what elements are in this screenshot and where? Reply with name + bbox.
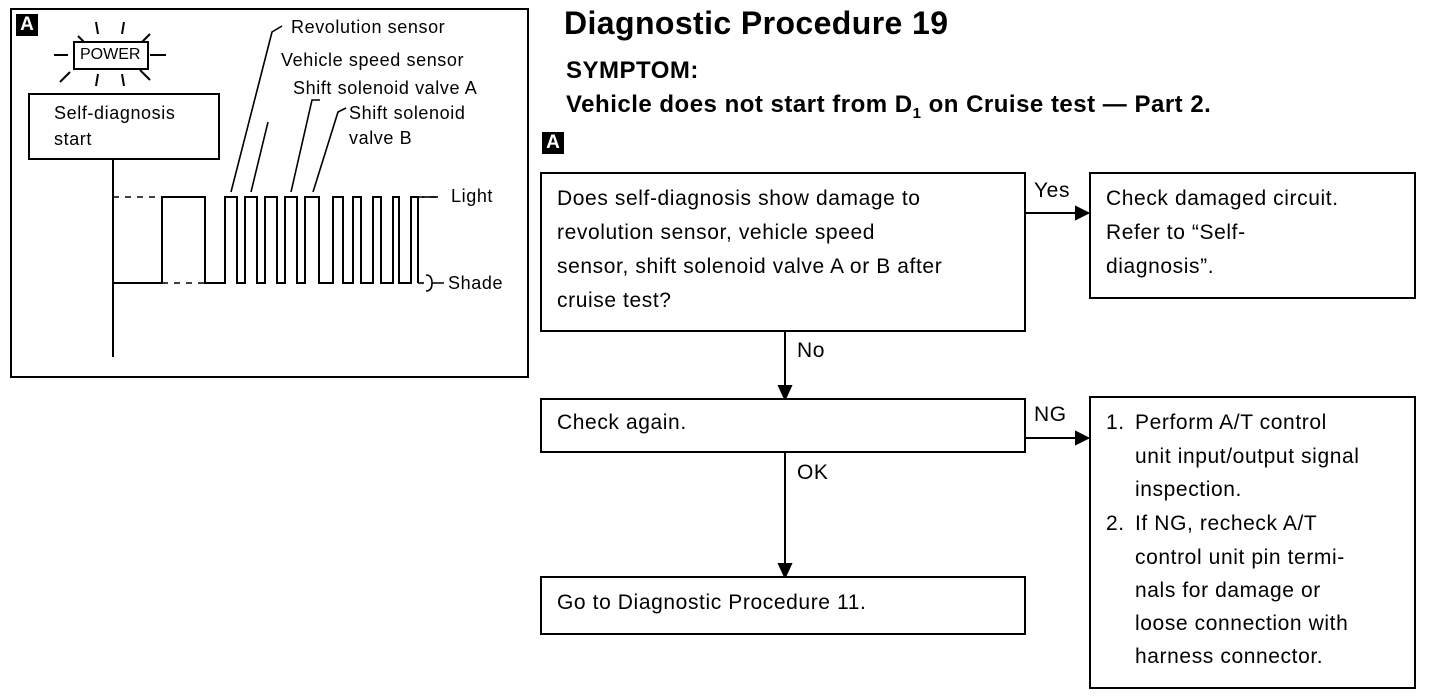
label-shift-solenoid-b-1: Shift solenoid: [349, 103, 466, 123]
symptom-text: Vehicle does not start from D1 on Cruise…: [566, 91, 1212, 122]
level-guides: [113, 196, 440, 284]
ng-label: NG: [1034, 403, 1067, 426]
question-line-1: Does self-diagnosis show damage to: [557, 187, 921, 210]
yes-label: Yes: [1034, 179, 1071, 202]
label-revolution-sensor: Revolution sensor: [291, 17, 446, 37]
power-burst-icon: [54, 21, 166, 87]
check-again-text: Check again.: [557, 411, 687, 434]
ng-item-1-num: 1.: [1106, 411, 1125, 434]
diagram-marker-a: A: [16, 14, 38, 36]
goto-text: Go to Diagnostic Procedure 11.: [557, 591, 867, 614]
ng-item-2-line-3: nals for damage or: [1135, 579, 1321, 602]
ng-item-2-num: 2.: [1106, 512, 1125, 535]
yes-box-line-2: Refer to “Self-: [1106, 221, 1246, 244]
page-title: Diagnostic Procedure 19: [564, 5, 949, 41]
power-label: POWER: [80, 46, 141, 63]
question-line-3: sensor, shift solenoid valve A or B afte…: [557, 255, 943, 278]
label-shift-solenoid-a: Shift solenoid valve A: [293, 78, 478, 98]
question-box: [540, 172, 1026, 332]
label-leaders: [230, 25, 444, 292]
ng-action-box: [1089, 396, 1416, 689]
no-label: No: [797, 339, 826, 362]
ng-item-2-line-5: harness connector.: [1135, 645, 1324, 668]
question-line-4: cruise test?: [557, 289, 672, 312]
label-shade: Shade: [448, 273, 504, 293]
symptom-subscript: 1: [912, 104, 922, 122]
signal-waveform: [113, 196, 419, 284]
ng-item-2-line-4: loose connection with: [1135, 612, 1349, 635]
symptom-label: SYMPTOM:: [566, 57, 699, 84]
ng-item-2-line-1: If NG, recheck A/T: [1135, 512, 1318, 535]
power-box: [73, 41, 149, 70]
question-line-2: revolution sensor, vehicle speed: [557, 221, 876, 244]
start-box-line1: Self-diagnosis: [54, 103, 176, 123]
goto-procedure-box: [540, 576, 1026, 635]
label-light: Light: [451, 186, 494, 206]
ng-item-1-line-1: Perform A/T control: [1135, 411, 1327, 434]
self-diagnosis-start-box: [28, 93, 220, 160]
ng-item-2-line-2: control unit pin termi-: [1135, 546, 1345, 569]
yes-box-line-3: diagnosis”.: [1106, 255, 1215, 278]
label-shift-solenoid-b-2: valve B: [349, 128, 413, 148]
flow-marker-a: A: [542, 132, 564, 154]
check-damaged-circuit-box: [1089, 172, 1416, 299]
ok-label: OK: [797, 461, 829, 484]
start-box-line2: start: [54, 129, 93, 149]
check-again-box: [540, 398, 1026, 453]
label-vehicle-speed-sensor: Vehicle speed sensor: [281, 50, 465, 70]
ng-item-1-line-3: inspection.: [1135, 478, 1242, 501]
yes-box-line-1: Check damaged circuit.: [1106, 187, 1339, 210]
ng-item-1-line-2: unit input/output signal: [1135, 445, 1360, 468]
